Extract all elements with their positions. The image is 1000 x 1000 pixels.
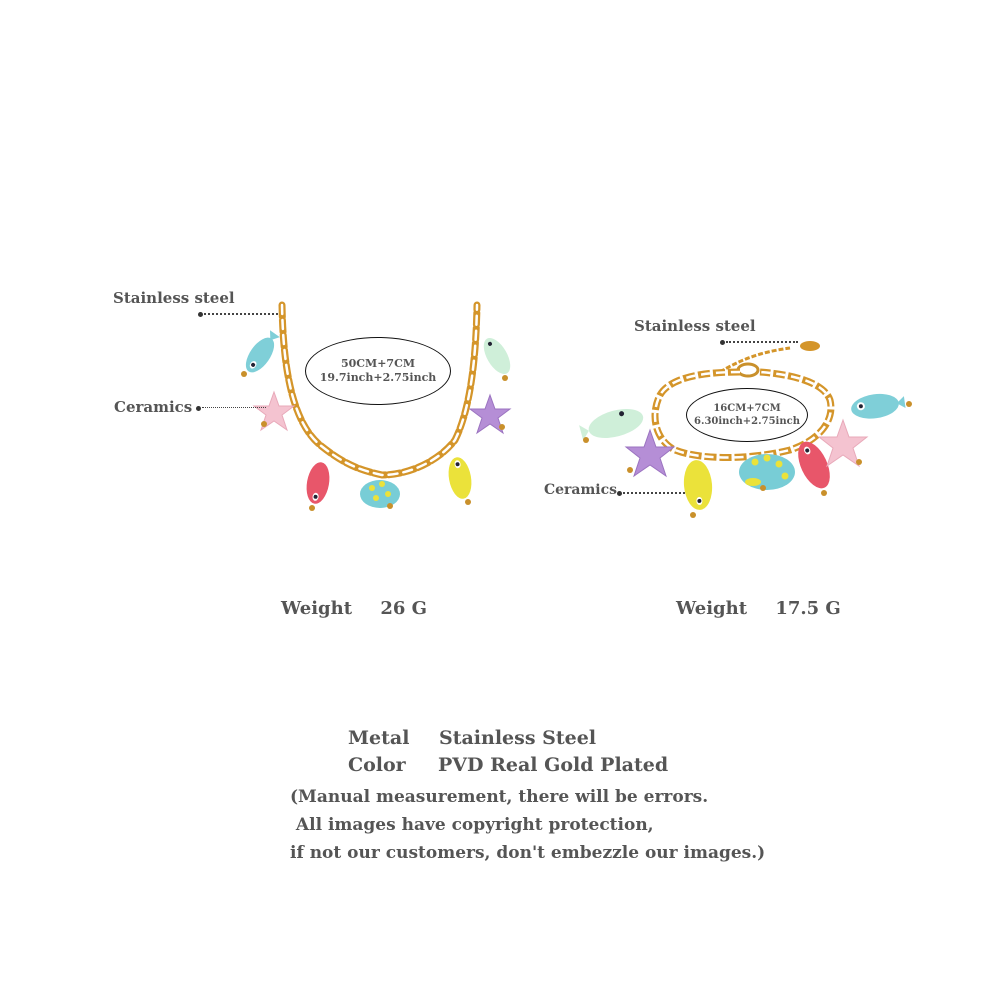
bracelet-size-cm: 16CM+7CM [713,403,781,414]
disclaimer-line-3: if not our customers, don't embezzle our… [290,843,766,863]
bracelet-stainless-line [726,341,798,343]
necklace-charm-blue-fish [241,330,280,377]
bracelet-stainless-label: Stainless steel [634,317,756,335]
bracelet-charm-pink-starfish [817,418,869,468]
disclaimer-line-2: All images have copyright protection, [290,815,654,835]
bracelet-charm-red-fish [798,441,830,496]
necklace-size-inch: 19.7inch+2.75inch [319,371,437,384]
necklace-ceramics-label: Ceramics [114,398,193,416]
necklace-stainless-line [204,313,278,315]
spec-color-label: Color [348,754,406,776]
bracelet-charm-blue-fish [851,393,912,419]
bracelet-ceramics-label: Ceramics [544,482,618,498]
bracelet-size-inch: 6.30inch+2.75inch [694,416,800,427]
spec-metal-value: Stainless Steel [439,727,597,749]
necklace-weight-label: Weight [281,598,353,619]
disclaimer-line-1: (Manual measurement, there will be error… [290,787,709,807]
bracelet-weight: Weight 17.5 G [676,598,841,619]
necklace-weight-value: 26 G [380,598,427,619]
bracelet-charm-turquoise-spotted-fish [739,454,795,491]
necklace-charm-turquoise-spotted-fish [360,480,400,509]
necklace-weight: Weight 26 G [281,598,427,619]
necklace-size-cm: 50CM+7CM [340,357,416,370]
bracelet-stainless-dot [720,340,725,345]
necklace-charm-mint-fish [483,337,511,381]
bracelet-ceramics-line [623,492,685,494]
necklace-stainless-label: Stainless steel [113,289,235,307]
necklace-charm-red-fish [306,462,330,511]
necklace-size-ellipse: 50CM+7CM 19.7inch+2.75inch [305,337,451,405]
necklace-charm-purple-starfish [468,393,512,435]
bracelet-size-ellipse: 16CM+7CM 6.30inch+2.75inch [686,388,808,442]
bracelet-weight-value: 17.5 G [775,598,841,619]
bracelet-weight-label: Weight [676,598,748,619]
bracelet-charm-yellow-fish [683,460,713,518]
necklace-charm-yellow-fish [448,457,472,505]
necklace-ceramics-dot [196,406,201,411]
bracelet-ceramics-dot [617,491,622,496]
spec-metal-label: Metal [348,727,410,749]
bracelet-charm-mint-fish [579,408,644,443]
bracelet-charm-purple-starfish [624,428,676,478]
necklace-ceramics-line [202,407,266,408]
necklace-stainless-dot [198,312,203,317]
spec-color-value: PVD Real Gold Plated [438,754,669,776]
necklace-charm-pink-starfish [252,390,296,432]
